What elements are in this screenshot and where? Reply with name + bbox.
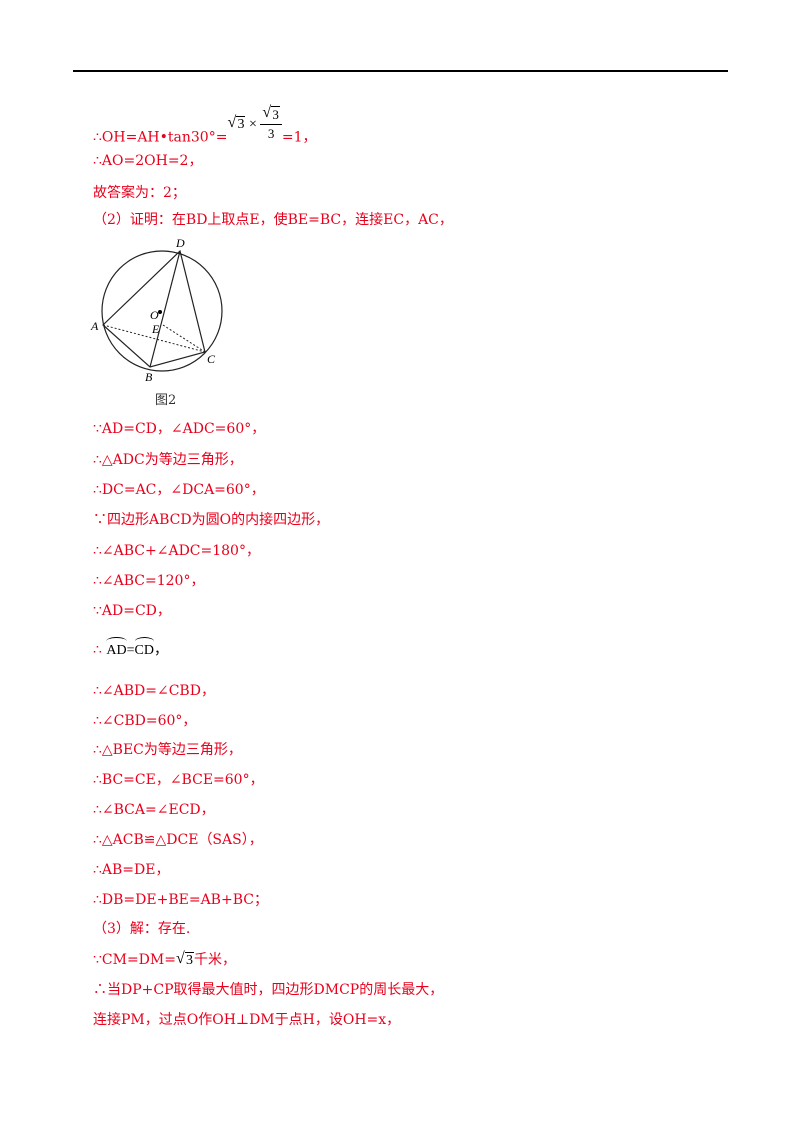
arc-cd: CD bbox=[134, 637, 155, 658]
segment-ec bbox=[162, 324, 206, 353]
oh-formula-text: ∴OH=AH•tan30°= bbox=[93, 129, 228, 146]
label-o: O bbox=[150, 308, 159, 322]
line-angle-abc: ∴∠ABC=120°， bbox=[93, 573, 205, 589]
line-angle-sum: ∴∠ABC+∠ADC=180°， bbox=[93, 543, 260, 559]
segment-ac bbox=[102, 324, 206, 353]
figure-caption: 图2 bbox=[155, 393, 177, 408]
line-ao: ∴AO=2OH=2， bbox=[93, 153, 203, 169]
sqrt-three-2: √3 bbox=[175, 950, 194, 968]
line-inscribed-quad: ∵四边形ABCD为圆O的内接四边形， bbox=[93, 512, 330, 528]
line-equilateral-bec: ∴△BEC为等边三角形， bbox=[93, 742, 242, 758]
label-b: B bbox=[145, 370, 153, 384]
point-o bbox=[158, 310, 162, 314]
line-cm-dm: ∵CM=DM=√3千米， bbox=[93, 950, 236, 968]
sqrt-three: √3 bbox=[227, 113, 246, 132]
line-part2-intro: （2）证明：在BD上取点E，使BE=BC，连接EC，AC， bbox=[93, 212, 453, 228]
segment-bd bbox=[149, 250, 181, 368]
line-ad-cd: ∵AD=CD，∠ADC=60°， bbox=[93, 421, 266, 437]
oh-result-text: =1， bbox=[281, 129, 317, 146]
line-arc-equal: ∴ AD=CD， bbox=[93, 637, 168, 658]
arc-ad: AD bbox=[106, 637, 127, 658]
line-ad-cd-2: ∵AD=CD， bbox=[93, 603, 171, 619]
circle-quadrilateral-figure: D O E A B C bbox=[90, 237, 223, 384]
line-db-sum: ∴DB=DE+BE=AB+BC； bbox=[93, 892, 268, 908]
line-part3-intro: （3）解：存在. bbox=[93, 921, 191, 937]
header-rule bbox=[73, 70, 728, 72]
line-answer: 故答案为：2； bbox=[93, 185, 186, 201]
line-cbd-60: ∴∠CBD=60°， bbox=[93, 713, 197, 729]
line-bca-ecd: ∴∠BCA=∠ECD， bbox=[93, 802, 215, 818]
label-a: A bbox=[90, 319, 99, 333]
line-congruent: ∴△ACB≌△DCE（SAS）， bbox=[93, 832, 263, 848]
arc-expression: AD=CD， bbox=[106, 637, 168, 658]
circle-o bbox=[101, 250, 223, 372]
line-equilateral-adc: ∴△ADC为等边三角形， bbox=[93, 452, 243, 468]
line-ab-de: ∴AB=DE， bbox=[93, 862, 170, 878]
line-connect-pm: 连接PM，过点O作OH⊥DM于点H，设OH=x， bbox=[93, 1012, 401, 1028]
label-c: C bbox=[207, 352, 216, 366]
line-abd-cbd: ∴∠ABD=∠CBD， bbox=[93, 683, 215, 699]
line-max-perimeter: ∴当DP+CP取得最大值时，四边形DMCP的周长最大， bbox=[93, 982, 444, 998]
line-bc-ce: ∴BC=CE，∠BCE=60°， bbox=[93, 772, 264, 788]
label-e: E bbox=[151, 322, 160, 336]
line-dc-ac: ∴DC=AC，∠DCA=60°， bbox=[93, 482, 265, 498]
label-d: D bbox=[175, 237, 185, 250]
